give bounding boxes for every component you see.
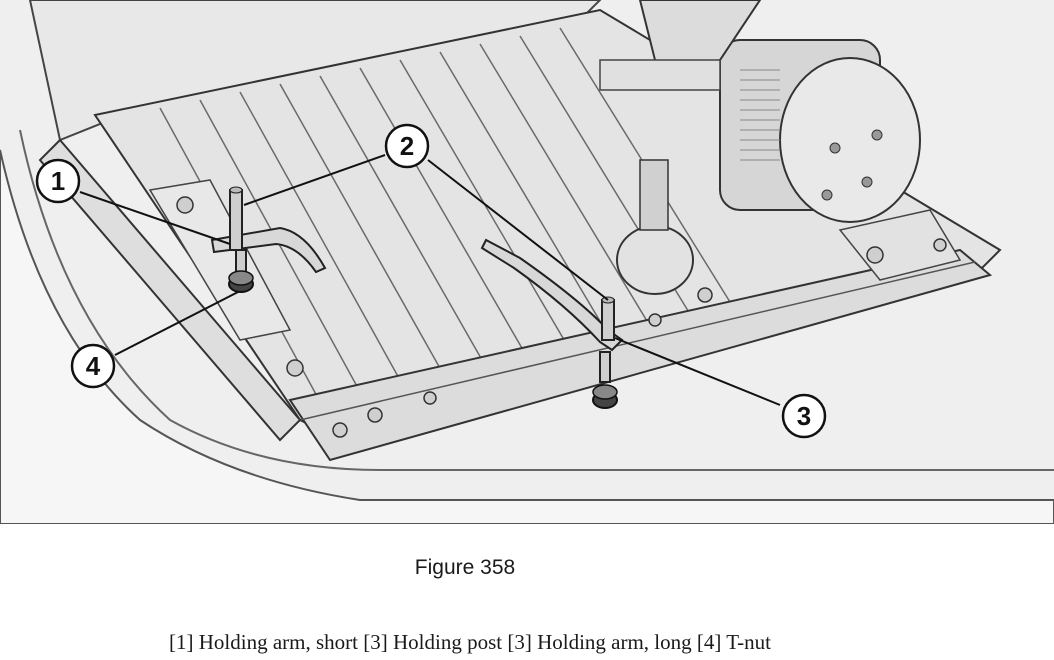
callout-1: 1 xyxy=(35,158,81,204)
holding-arm-short-drawing xyxy=(210,186,327,293)
callout-2: 2 xyxy=(384,123,430,169)
callout-4: 4 xyxy=(70,343,116,389)
figure-caption: Figure 358 xyxy=(414,556,516,579)
parts-legend: [1] Holding arm, short [3] Holding post … xyxy=(169,630,771,654)
machine-bed-drawing: 1 2 3 4 xyxy=(0,0,1054,524)
technical-illustration: 1 2 3 4 xyxy=(0,0,1054,524)
svg-text:3: 3 xyxy=(797,401,811,431)
svg-text:4: 4 xyxy=(86,351,101,381)
leader-lines xyxy=(79,154,781,406)
svg-text:1: 1 xyxy=(51,166,65,196)
svg-text:2: 2 xyxy=(400,131,414,161)
callout-3: 3 xyxy=(781,393,827,439)
laser-head xyxy=(599,0,921,295)
